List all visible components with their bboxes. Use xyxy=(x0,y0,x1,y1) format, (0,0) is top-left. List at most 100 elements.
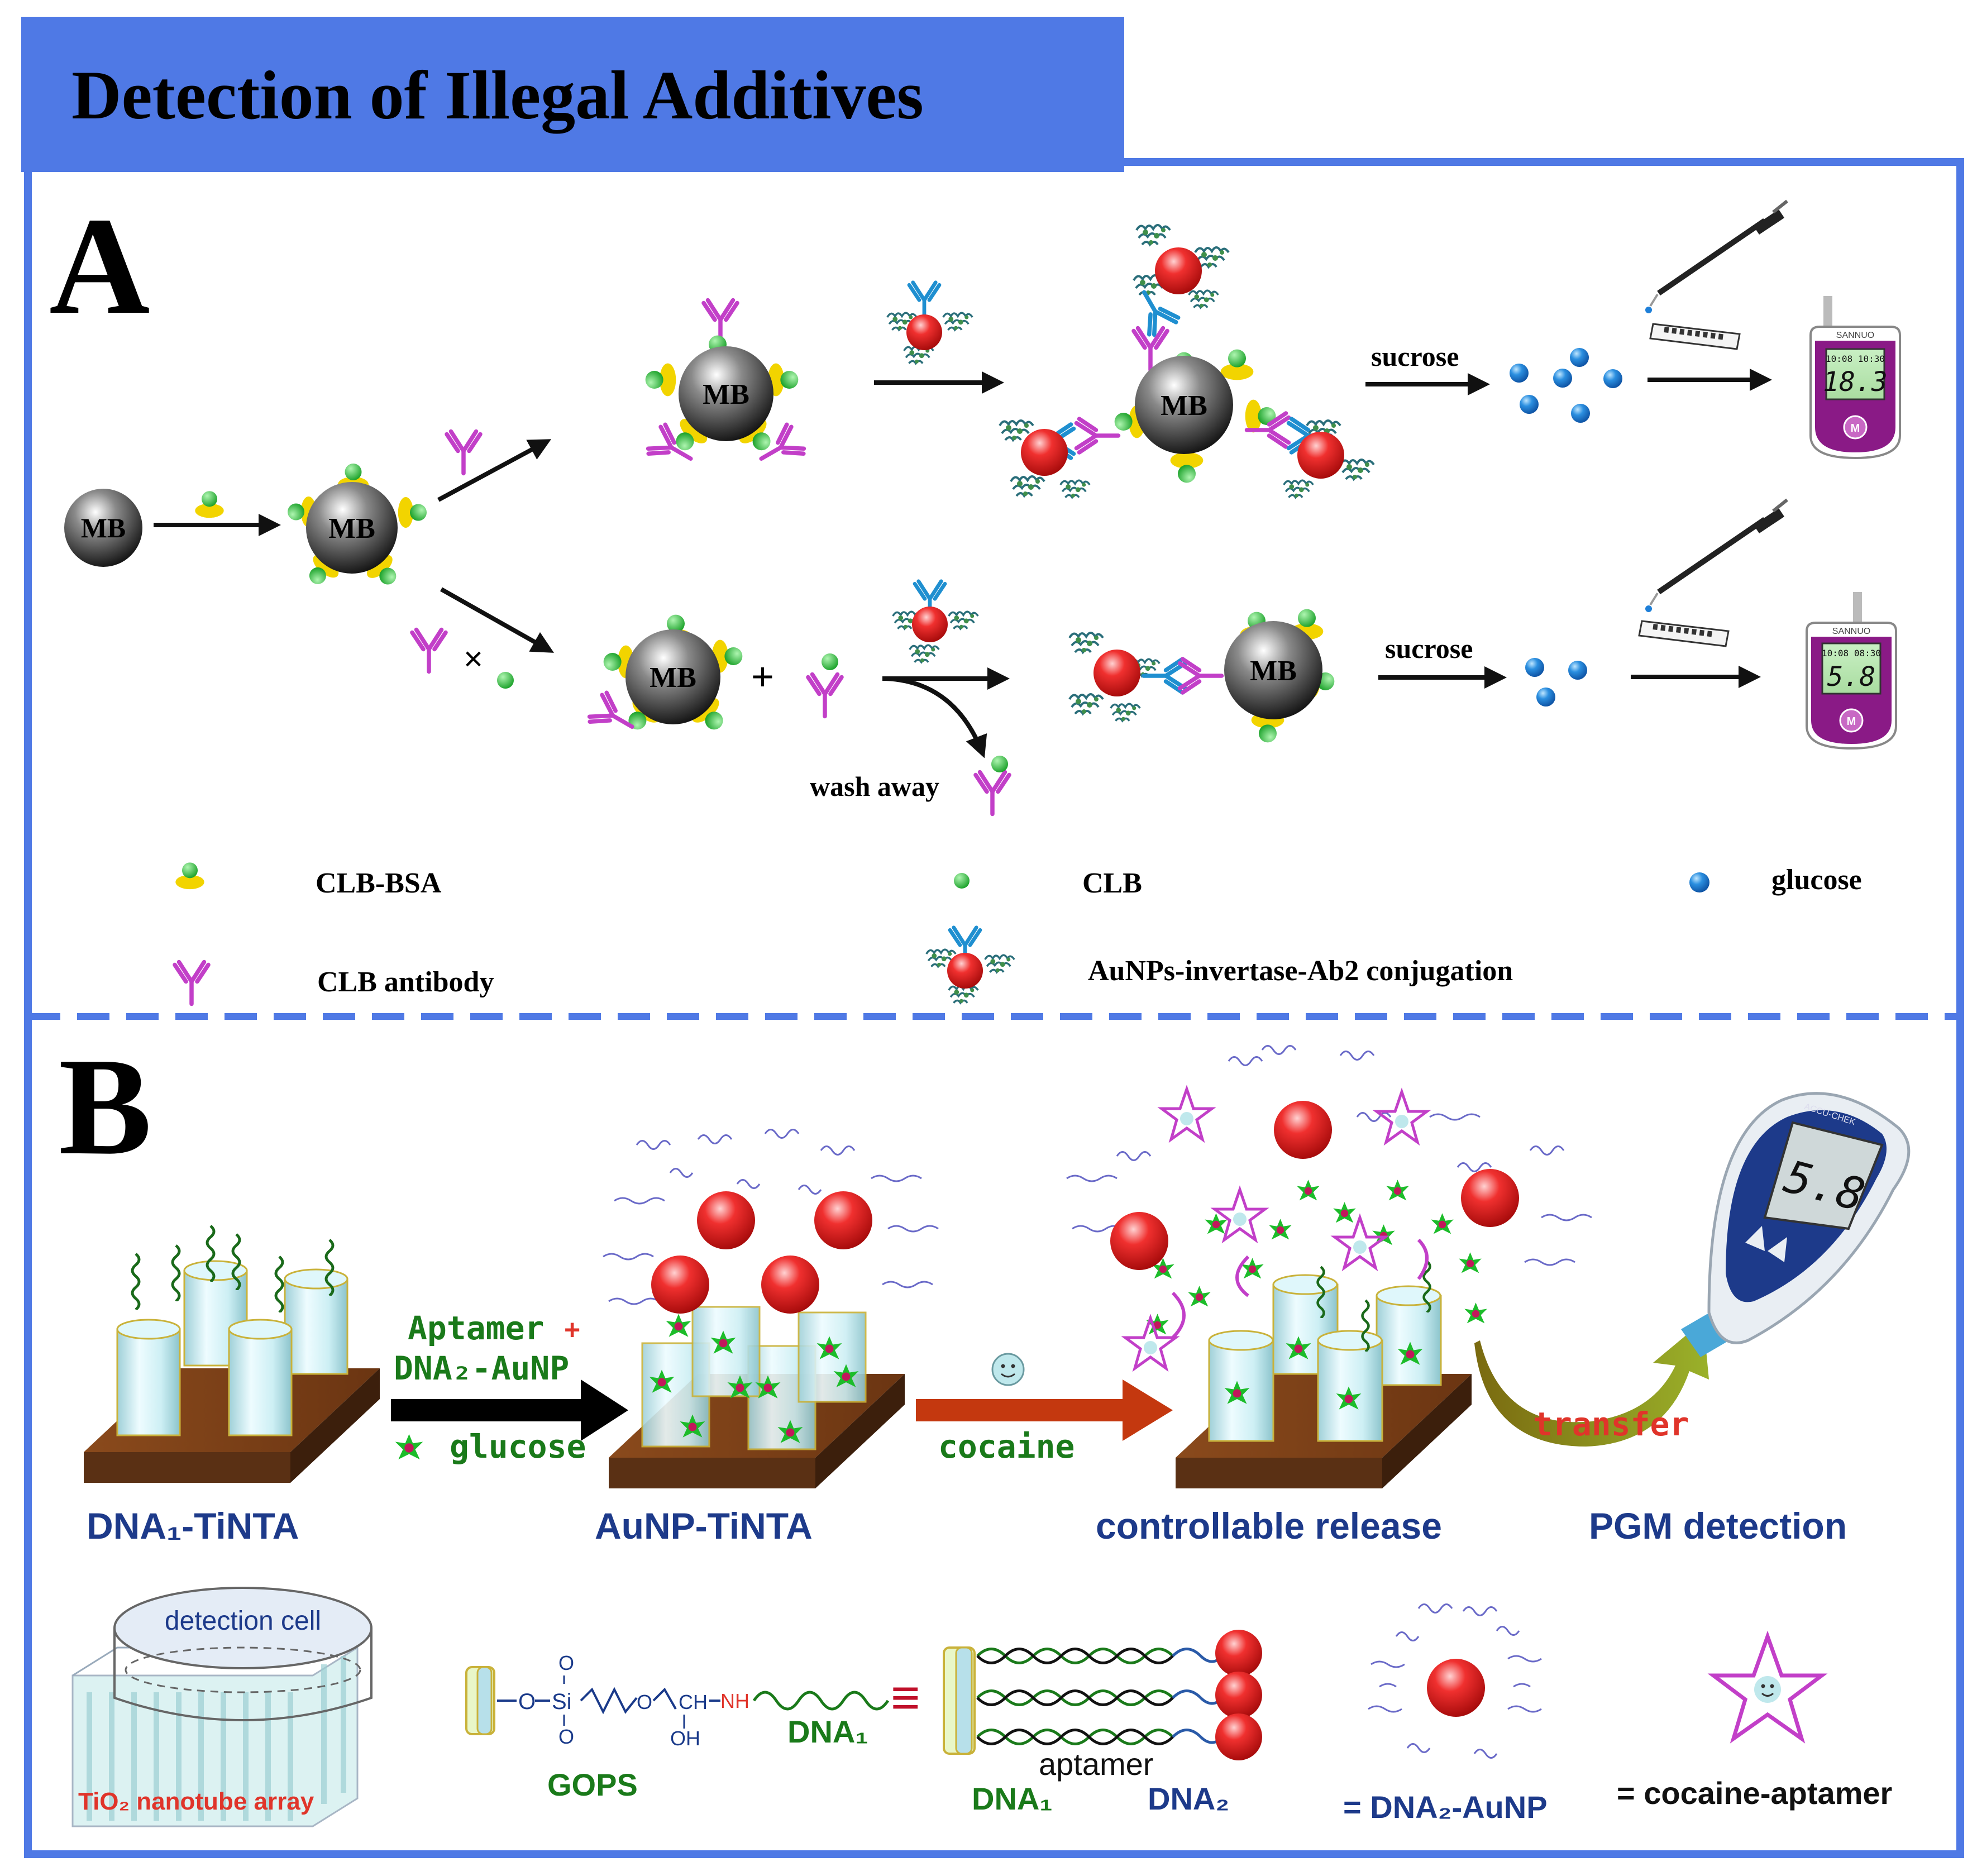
legend-cocaine-aptamer-icon xyxy=(1707,1630,1828,1744)
legend-aunps-conjugation: AuNPs-invertase-Ab2 conjugation xyxy=(1088,955,1513,987)
legend-antibody-icon xyxy=(175,962,208,1004)
dna2-aunp-label: DNA₂-AuNP xyxy=(394,1349,569,1387)
legend-glucose-icon xyxy=(1689,872,1709,892)
mb-antibody-complex-top: MB xyxy=(646,300,806,474)
transfer-label: transfer xyxy=(1533,1405,1689,1443)
pipette-bottom xyxy=(1645,498,1788,612)
svg-text:MB: MB xyxy=(1250,655,1297,687)
meter-bottom-reading: 5.8 xyxy=(1827,661,1876,693)
mb-bead-coated: MB xyxy=(288,464,427,593)
gops-label: GOPS xyxy=(547,1767,638,1802)
aptamer-label-b: aptamer xyxy=(1039,1746,1153,1782)
legend-glucose: glucose xyxy=(1771,864,1862,896)
mb-bead-start: MB xyxy=(64,489,142,567)
label-pgm-detection: PGM detection xyxy=(1589,1505,1847,1546)
glucose-molecules-bottom xyxy=(1525,658,1587,707)
clb-antibody-complex-free xyxy=(808,653,842,717)
test-strip-bottom xyxy=(1638,620,1730,647)
tio2-array-label: TiO₂ nanotube array xyxy=(78,1788,314,1815)
equivalence-sign: ≡ xyxy=(891,1670,920,1726)
cocaine-label: cocaine xyxy=(938,1428,1075,1466)
meter-top-reading: 18.3 xyxy=(1823,366,1888,398)
glucose-meter-bottom: SANNUO 10:08 08:30 5.8 M xyxy=(1806,592,1897,750)
label-dna1-tinta: DNA₁-TiNTA xyxy=(87,1505,299,1546)
svg-text:O: O xyxy=(558,1651,574,1674)
clb-bsa-reagent xyxy=(195,491,224,518)
dna1-chem-label: DNA₁ xyxy=(787,1714,868,1749)
legend-aunp-conjugate-icon xyxy=(925,928,1015,1004)
legend-clb-bsa-icon xyxy=(175,862,204,890)
header-title: Detection of Illegal Additives xyxy=(71,57,924,134)
header-banner xyxy=(21,17,1124,172)
cocaine-icon xyxy=(991,1353,1025,1386)
arrow-red-cocaine xyxy=(916,1379,1173,1441)
svg-text:MB: MB xyxy=(328,513,375,545)
legend-dna2-aunp-icon xyxy=(1368,1603,1542,1759)
sucrose-label-bottom: sucrose xyxy=(1385,633,1473,664)
pipette-top xyxy=(1645,199,1788,313)
svg-text:NH: NH xyxy=(720,1689,749,1712)
detection-cell-label: detection cell xyxy=(165,1606,321,1636)
arrow-transfer xyxy=(1474,1321,1709,1447)
glucose-star-icon xyxy=(395,1434,423,1460)
glucose-molecules-top xyxy=(1510,348,1622,423)
svg-text:O: O xyxy=(558,1725,574,1748)
hybridized-dna-aunp: aptamer DNA₁ DNA₂ xyxy=(943,1630,1262,1816)
label-controllable-release: controllable release xyxy=(1096,1505,1442,1546)
svg-text:MB: MB xyxy=(650,662,696,694)
legend-dna2-aunp: = DNA₂-AuNP xyxy=(1343,1789,1548,1825)
arrow-branch-up xyxy=(437,439,552,502)
svg-text:10:08 10:30: 10:08 10:30 xyxy=(1826,354,1885,364)
svg-text:MB: MB xyxy=(703,379,749,410)
aptamer-label: Aptamer xyxy=(408,1309,544,1347)
legend-clb-bsa: CLB-BSA xyxy=(316,867,442,899)
legend-cocaine-aptamer: = cocaine-aptamer xyxy=(1617,1775,1892,1811)
antibody-branch-up xyxy=(447,432,480,474)
svg-text:CH: CH xyxy=(679,1691,708,1713)
label-aunp-tinta: AuNP-TiNTA xyxy=(595,1505,813,1546)
plus-sign-a: + xyxy=(751,655,774,698)
aunp-conjugate-reagent-top xyxy=(886,283,973,365)
svg-text:O: O xyxy=(518,1689,536,1714)
svg-text:M: M xyxy=(1847,715,1856,728)
washed-antibody xyxy=(976,756,1009,814)
test-strip-top xyxy=(1649,323,1741,350)
mb-antibody-complex-bottom: MB xyxy=(588,614,743,742)
aunp-conjugate-reagent-bottom xyxy=(892,581,979,663)
legend-clb-antibody: CLB antibody xyxy=(317,966,494,998)
sandwich-complex-top: MB xyxy=(999,224,1375,499)
wash-away-label: wash away xyxy=(810,771,939,802)
svg-text:SANNUO: SANNUO xyxy=(1836,331,1874,340)
sandwich-complex-bottom: MB xyxy=(1068,609,1335,743)
dna1-label-b: DNA₁ xyxy=(972,1781,1052,1816)
antibody-branch-down xyxy=(412,630,446,672)
detection-cell-array: detection cell TiO₂ nanotube array xyxy=(71,1587,373,1827)
panel-a-label: A xyxy=(49,189,150,343)
gops-linker: O Si O O O CH OH NH GOPS DNA₁ xyxy=(465,1651,890,1802)
sucrose-label-top: sucrose xyxy=(1371,341,1459,372)
pgm-glucose-meter: 5.8 ACCU-CHEK xyxy=(1681,1092,1911,1357)
panel-frame xyxy=(24,158,1964,1858)
platform-dna1-tinta xyxy=(84,1226,380,1483)
arrow-wash-away xyxy=(885,676,987,758)
arrow-black-big xyxy=(391,1379,628,1441)
svg-text:MB: MB xyxy=(81,512,126,543)
panel-b-label: B xyxy=(59,1029,152,1184)
platform-aunp-tinta xyxy=(603,1129,939,1488)
arrow-branch-down xyxy=(440,587,554,653)
svg-text:OH: OH xyxy=(670,1727,700,1750)
svg-text:O: O xyxy=(637,1691,652,1713)
glucose-label-b: glucose xyxy=(450,1428,586,1466)
times-sign: × xyxy=(464,640,483,677)
clb-free xyxy=(497,672,514,689)
svg-text:M: M xyxy=(1851,422,1860,435)
dna2-label-b: DNA₂ xyxy=(1148,1781,1229,1816)
aptamer-plus-sign: + xyxy=(564,1314,580,1345)
legend-clb-icon xyxy=(954,873,970,889)
svg-text:10:08 08:30: 10:08 08:30 xyxy=(1822,648,1881,658)
svg-text:SANNUO: SANNUO xyxy=(1832,627,1870,636)
legend-clb: CLB xyxy=(1082,867,1142,899)
svg-text:Si: Si xyxy=(552,1689,572,1714)
svg-text:MB: MB xyxy=(1161,390,1207,422)
